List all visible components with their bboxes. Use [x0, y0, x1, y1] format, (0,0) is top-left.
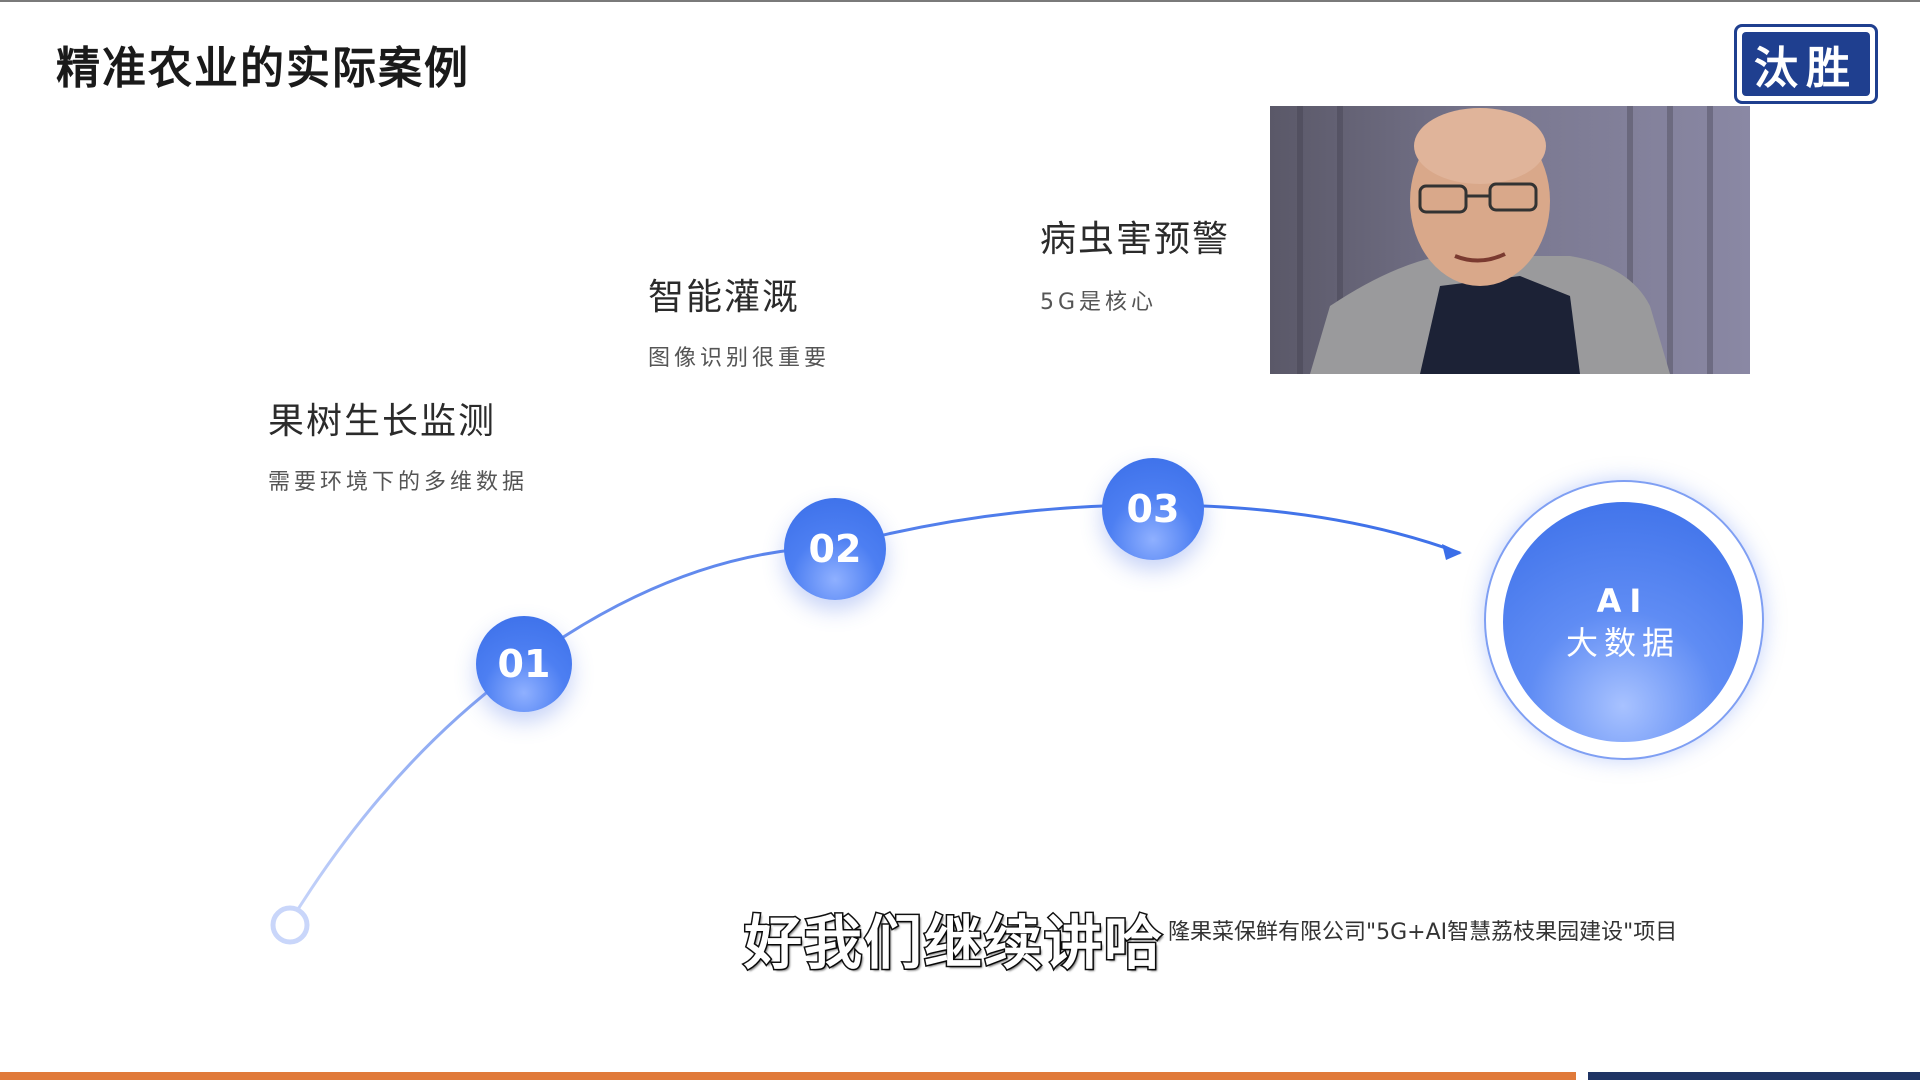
presenter-video — [1270, 106, 1750, 374]
step-02-circle: 02 — [784, 498, 886, 600]
bottom-bar-orange — [0, 1072, 1576, 1080]
timeline-start-dot — [270, 905, 310, 945]
step-01-circle: 01 — [476, 616, 572, 712]
top-border — [0, 0, 1920, 2]
video-subtitle: 好我们继续讲哈 — [742, 908, 1165, 979]
step-01-number: 01 — [497, 642, 551, 686]
step-03-circle: 03 — [1102, 458, 1204, 560]
step-03-title: 病虫害预警 — [1040, 219, 1231, 260]
step-01-title: 果树生长监测 — [268, 401, 497, 442]
ai-badge-line2: 大数据 — [1565, 624, 1680, 662]
slide-title: 精准农业的实际案例 — [56, 43, 470, 94]
bottom-bar-navy — [1588, 1072, 1920, 1080]
step-02-number: 02 — [808, 527, 862, 571]
step-03-desc: 5G是核心 — [1040, 290, 1158, 315]
ai-badge-line1: AI — [1596, 582, 1650, 620]
ai-badge-ring — [1484, 480, 1764, 760]
step-02-title: 智能灌溉 — [648, 277, 801, 318]
brand-logo: 汰胜 — [1734, 24, 1878, 104]
ai-badge: AI 大数据 — [1503, 502, 1743, 742]
step-01-desc: 需要环境下的多维数据 — [268, 470, 529, 495]
project-footnote: 隆果菜保鲜有限公司"5G+AI智慧荔枝果园建设"项目 — [1168, 920, 1678, 945]
step-02-desc: 图像识别很重要 — [648, 346, 831, 371]
logo-text: 汰胜 — [1742, 32, 1870, 96]
step-03-number: 03 — [1126, 487, 1180, 531]
presenter-video-frame — [1270, 106, 1750, 374]
